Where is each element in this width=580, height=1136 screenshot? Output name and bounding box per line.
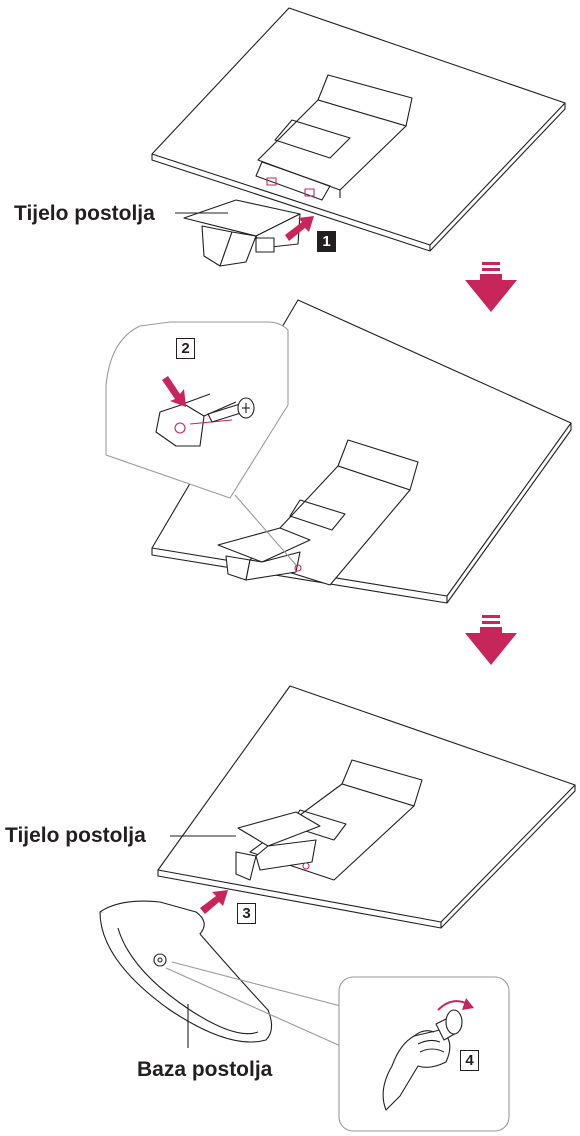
stand-base-part xyxy=(100,901,356,1052)
step-badge-1: 1 xyxy=(317,231,336,252)
stand-body-part-1 xyxy=(180,200,300,266)
step-badge-2: 2 xyxy=(176,338,195,359)
step-badge-3: 3 xyxy=(237,903,256,924)
insert-arrow-3-icon xyxy=(200,890,228,914)
stand-body-label-2: Tijelo postolja xyxy=(5,825,146,846)
stand-base-label: Baza postolja xyxy=(137,1059,272,1080)
down-arrow-2-icon xyxy=(465,615,517,665)
stand-body-label-1: Tijelo postolja xyxy=(14,203,155,224)
step-badge-4: 4 xyxy=(460,1050,479,1071)
down-arrow-1-icon xyxy=(465,262,517,312)
